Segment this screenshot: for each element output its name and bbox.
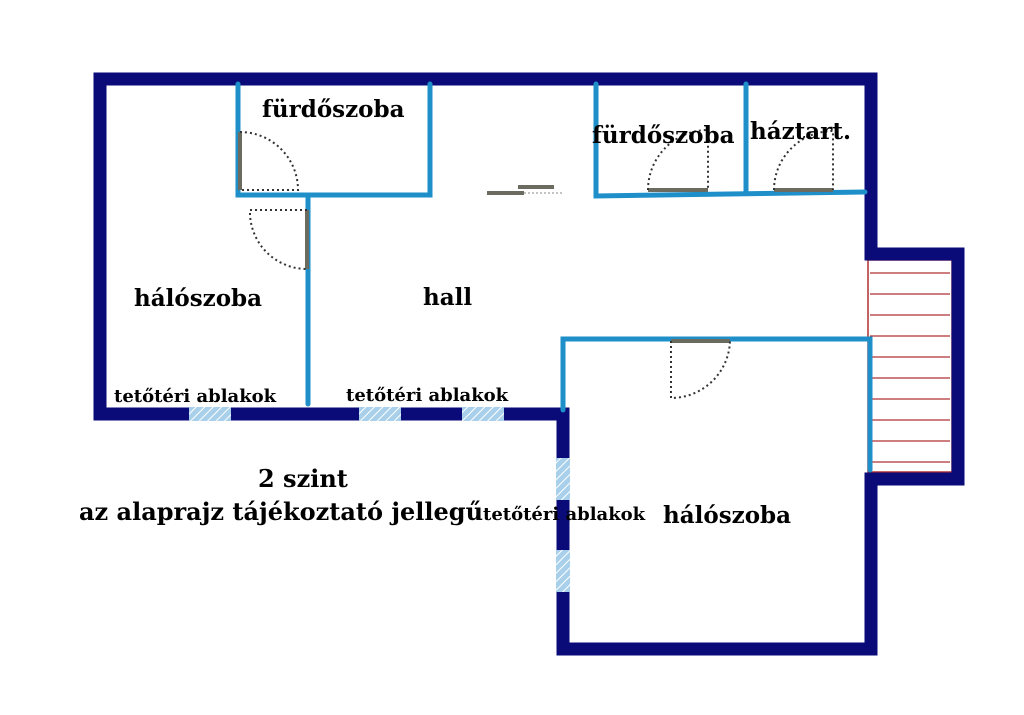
window-2 — [359, 407, 401, 421]
window-1 — [189, 407, 231, 421]
room-labels: fürdőszoba fürdőszoba háztart. hálószoba… — [114, 96, 851, 529]
doors — [238, 128, 834, 400]
label-windows-right: tetőtéri ablakok — [483, 504, 646, 525]
label-bedroom-left: hálószoba — [134, 285, 262, 312]
label-utility: háztart. — [750, 118, 851, 145]
label-hall: hall — [423, 284, 472, 311]
label-windows-middle: tetőtéri ablakok — [346, 385, 509, 406]
window-3 — [462, 407, 504, 421]
outer-walls — [93, 72, 965, 656]
door-bedroom-left — [248, 209, 309, 270]
roof-windows — [189, 407, 570, 592]
label-bathroom-2: fürdőszoba — [592, 122, 735, 149]
door-bedroom-right — [670, 339, 731, 400]
staircase — [867, 259, 953, 473]
door-bathroom-1 — [238, 131, 300, 191]
sliding-door-hall — [487, 185, 562, 195]
label-bedroom-right: hálószoba — [663, 502, 791, 529]
window-4 — [556, 458, 570, 500]
notes: 2 szint az alaprajz tájékoztató jellegű — [79, 464, 483, 526]
disclaimer-text: az alaprajz tájékoztató jellegű — [79, 497, 483, 526]
door-utility — [773, 129, 834, 192]
label-windows-left: tetőtéri ablakok — [114, 386, 277, 407]
door-bathroom-2 — [647, 128, 709, 192]
label-bathroom-1: fürdőszoba — [262, 96, 405, 123]
window-5 — [556, 550, 570, 592]
level-label: 2 szint — [258, 464, 348, 493]
